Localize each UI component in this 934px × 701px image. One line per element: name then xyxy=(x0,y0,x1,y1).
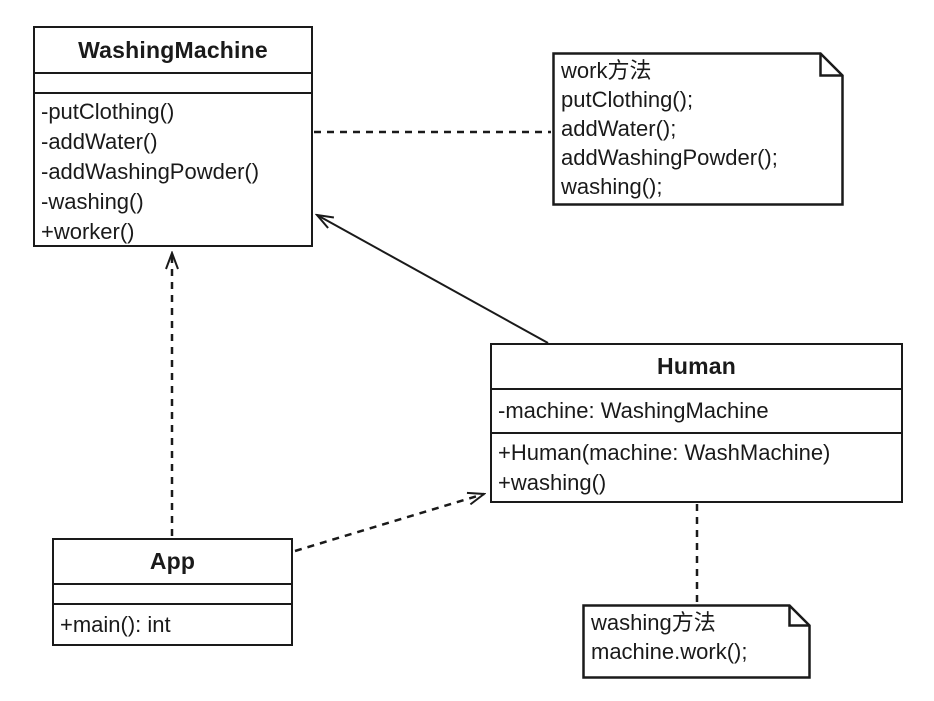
class-box-app: App +main(): int xyxy=(52,538,293,646)
note-text: washing方法 machine.work(); xyxy=(582,604,811,679)
class-methods-human: +Human(machine: WashMachine) +washing() xyxy=(492,434,901,501)
method-item: +worker() xyxy=(41,219,135,244)
class-box-washingmachine: WashingMachine -putClothing() -addWater(… xyxy=(33,26,313,247)
note-line: washing方法 xyxy=(591,610,716,635)
class-title-washingmachine: WashingMachine xyxy=(35,28,311,74)
method-item: -addWater() xyxy=(41,129,158,154)
note-shape xyxy=(552,52,844,206)
note-work-method: work方法 putClothing(); addWater(); addWas… xyxy=(552,52,844,206)
method-item: +Human(machine: WashMachine) xyxy=(498,440,831,465)
connector-app-human xyxy=(294,494,484,553)
note-line: work方法 xyxy=(561,58,652,83)
connector-human-washingmachine xyxy=(317,215,549,344)
method-item: -putClothing() xyxy=(41,99,175,124)
method-item: +washing() xyxy=(498,470,607,495)
attribute-item: -machine: WashingMachine xyxy=(498,398,769,423)
class-attributes-washingmachine xyxy=(35,74,311,94)
method-item: -washing() xyxy=(41,189,144,214)
class-methods-app: +main(): int xyxy=(54,605,291,644)
note-line: machine.work(); xyxy=(591,639,748,664)
note-line: washing(); xyxy=(561,174,663,199)
class-box-human: Human -machine: WashingMachine +Human(ma… xyxy=(490,343,903,503)
note-line: addWashingPowder(); xyxy=(561,145,778,170)
note-washing-method: washing方法 machine.work(); xyxy=(582,604,811,679)
class-title-app: App xyxy=(54,540,291,585)
note-shape xyxy=(582,604,811,679)
note-line: putClothing(); xyxy=(561,87,694,112)
method-item: +main(): int xyxy=(60,612,171,637)
note-text: work方法 putClothing(); addWater(); addWas… xyxy=(552,52,844,206)
class-attributes-app xyxy=(54,585,291,605)
class-attributes-human: -machine: WashingMachine xyxy=(492,390,901,434)
note-line: addWater(); xyxy=(561,116,677,141)
method-item: -addWashingPowder() xyxy=(41,159,260,184)
class-methods-washingmachine: -putClothing() -addWater() -addWashingPo… xyxy=(35,94,311,245)
class-title-human: Human xyxy=(492,345,901,390)
